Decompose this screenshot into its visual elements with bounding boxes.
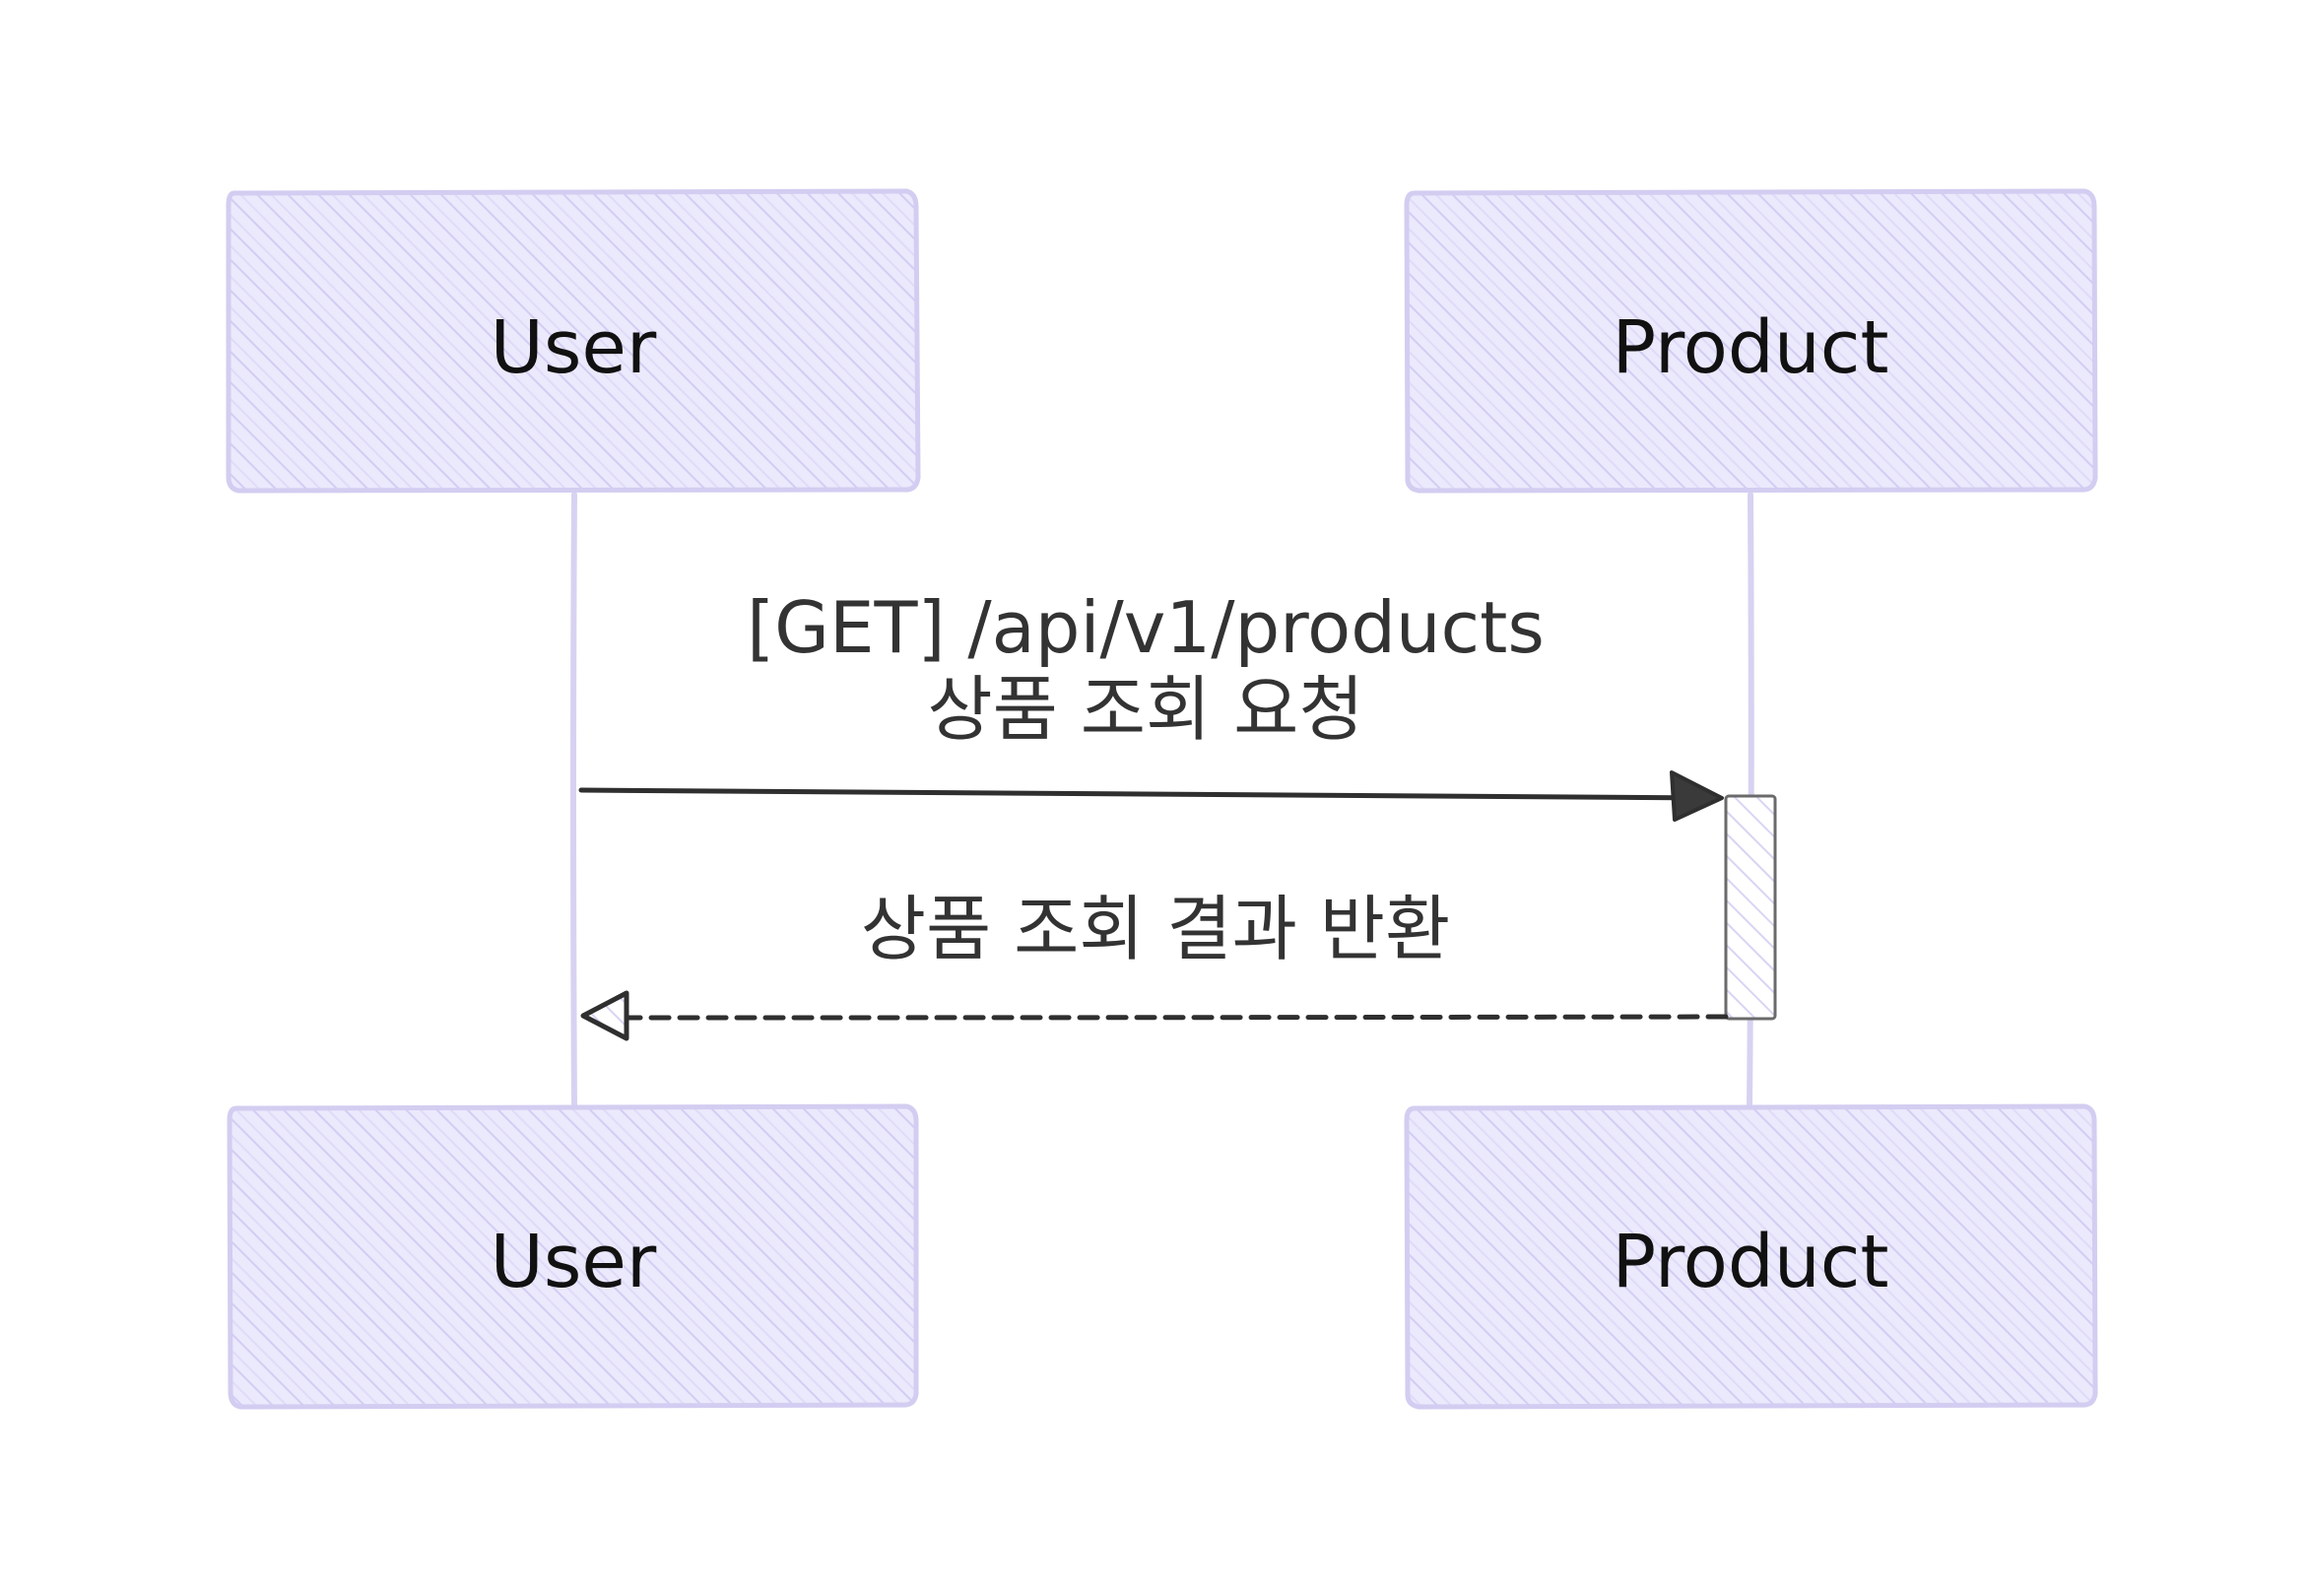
participant-user-top: User [226, 188, 921, 494]
request-message-label-line1: [GET] /api/v1/products [747, 586, 1545, 669]
participant-label-product-top: Product [1613, 305, 1889, 390]
response-arrow [580, 990, 1729, 1041]
participant-product-bottom: Product [1404, 1103, 2098, 1410]
participant-product-top: Product [1404, 188, 2098, 494]
participant-label-user-bottom: User [491, 1220, 657, 1304]
participant-user-bottom: User [227, 1103, 919, 1410]
request-message-label-line2: 상품 조회 요청 [927, 668, 1363, 751]
user-lifeline [570, 492, 577, 1111]
request-arrow [578, 770, 1724, 822]
activation-bar [1724, 794, 1777, 1021]
participant-label-product-bottom: Product [1613, 1220, 1889, 1304]
response-message-label: 상품 조회 결과 반환 [861, 888, 1451, 970]
participant-label-user-top: User [491, 305, 657, 390]
